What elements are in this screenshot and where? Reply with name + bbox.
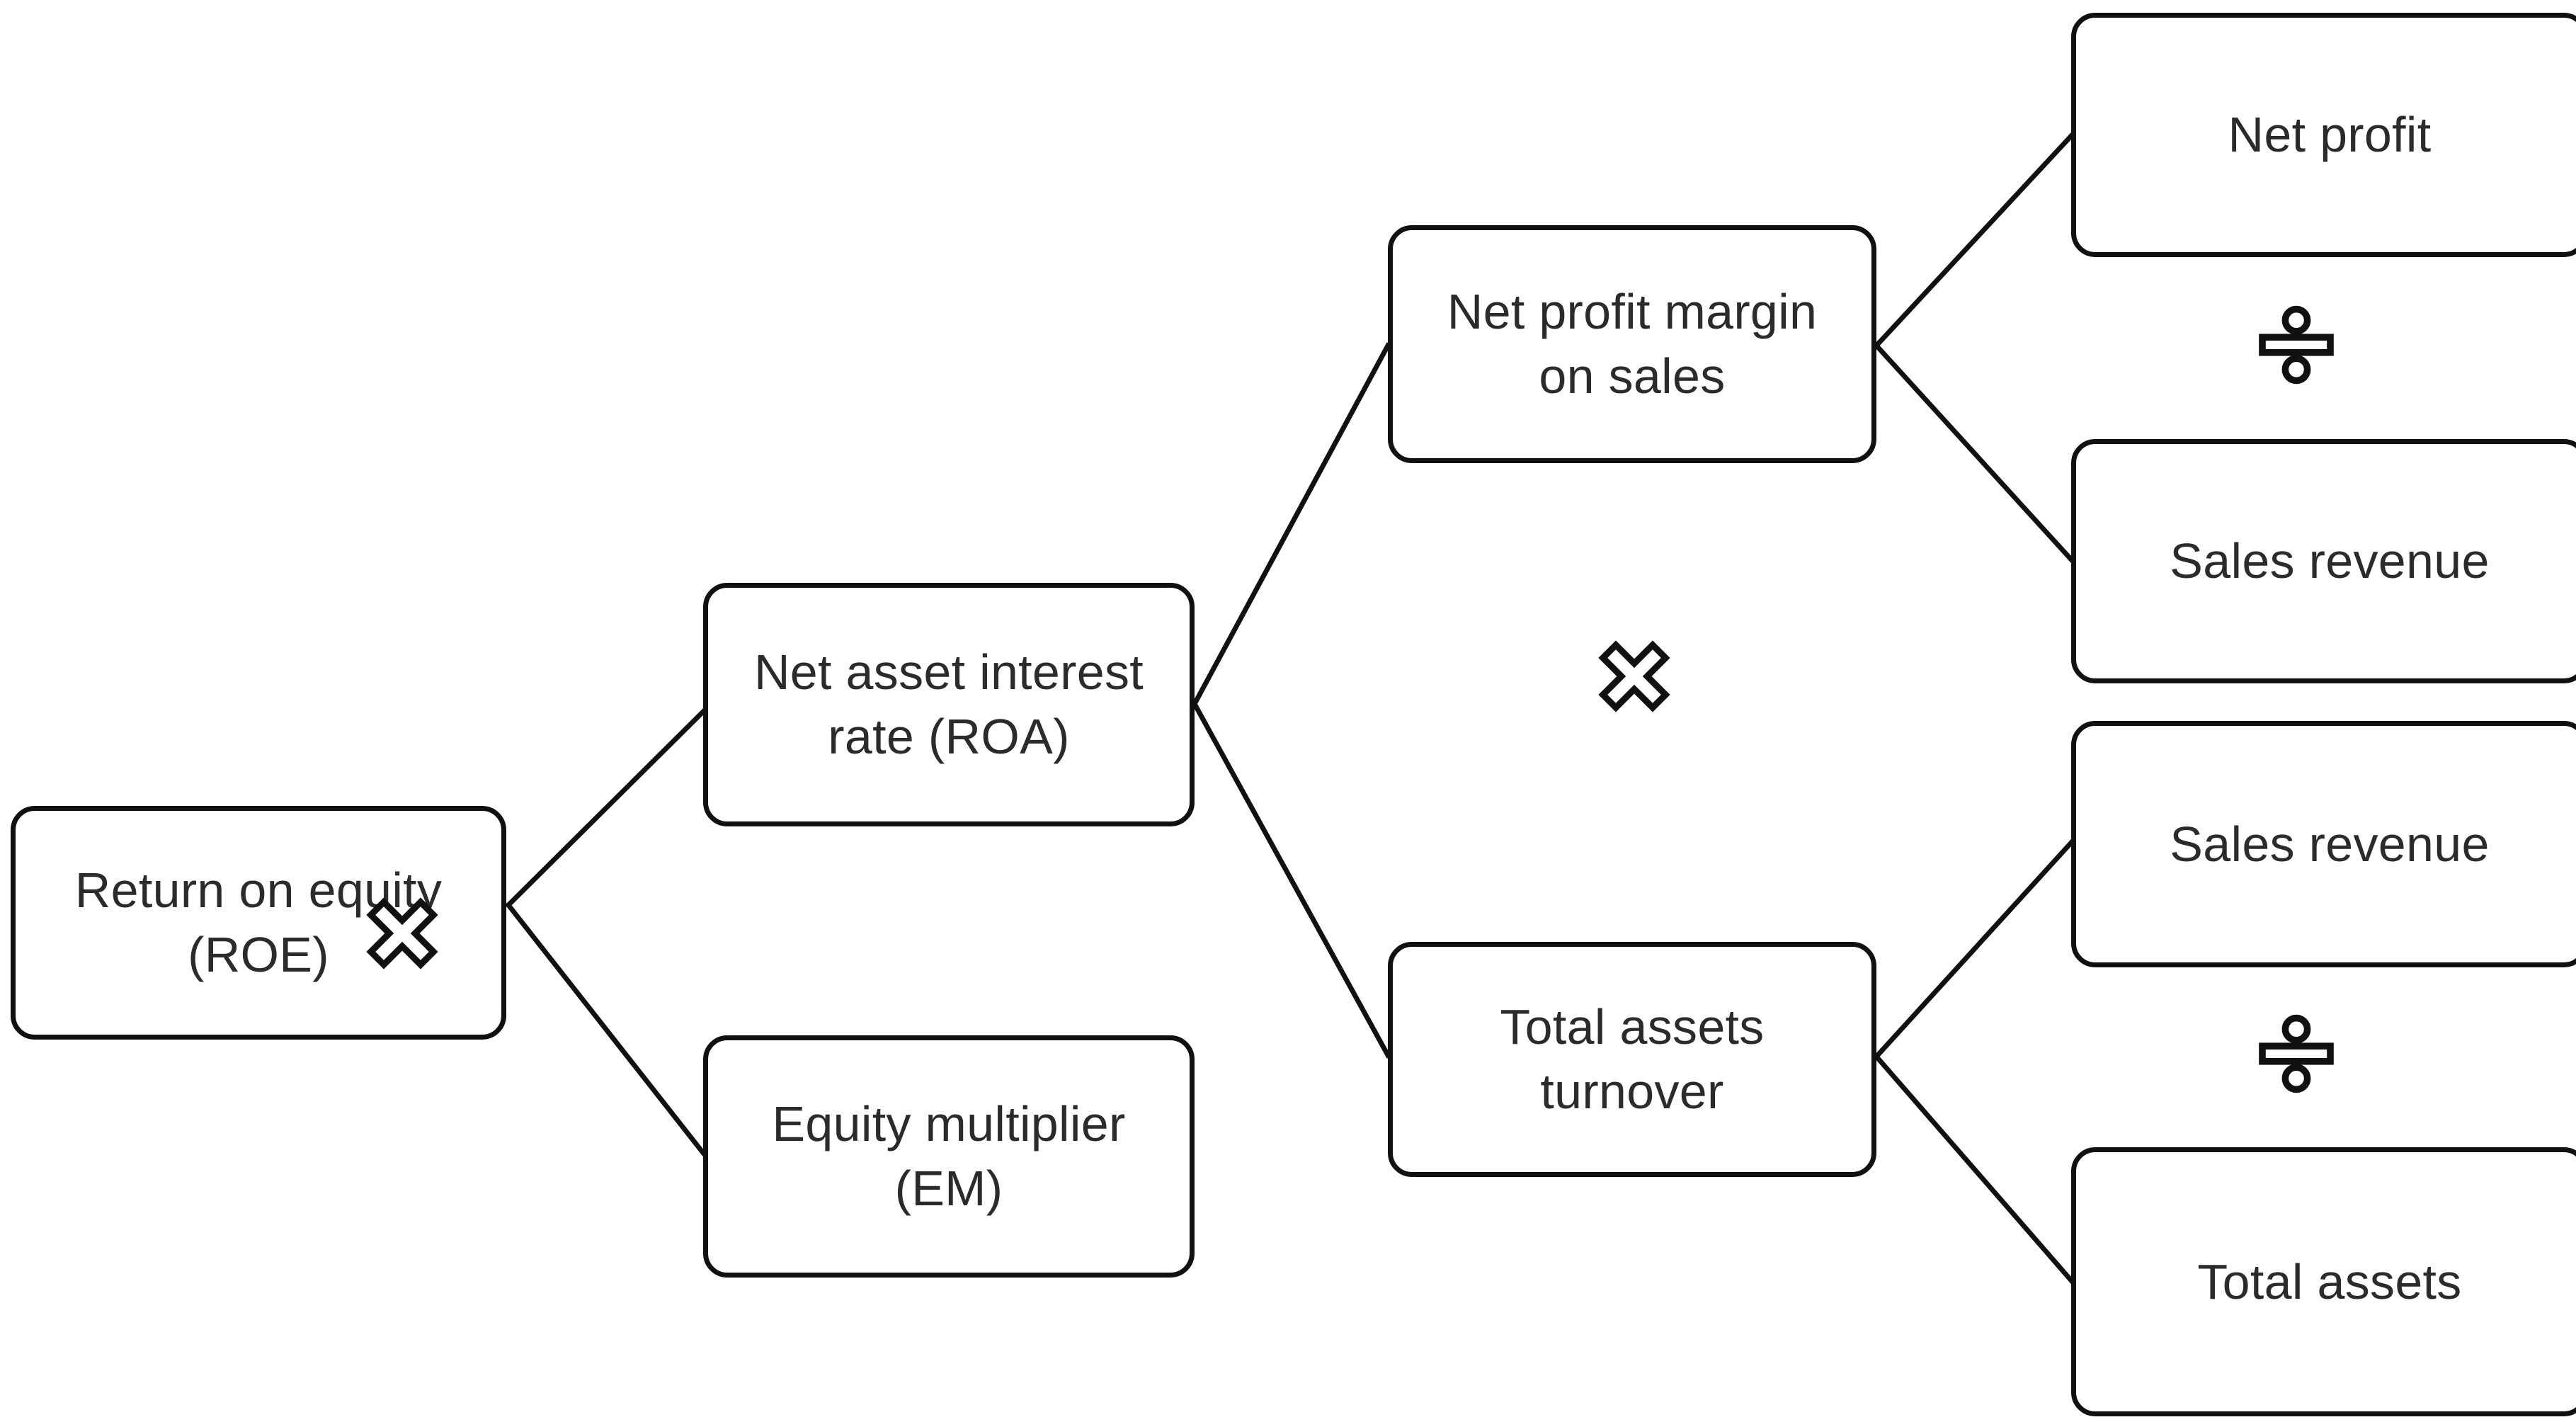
connector-tat-to-ta xyxy=(1873,1053,2075,1284)
connector-roe-to-em xyxy=(505,901,707,1156)
connector-npm-to-sr1 xyxy=(1873,342,2075,563)
connector-roa-to-tat xyxy=(1191,700,1391,1059)
node-net-profit-margin-on-sales[interactable]: Net profit margin on sales xyxy=(1388,225,1876,463)
node-label-net-asset-interest-rate: Net asset interest rate (ROA) xyxy=(753,644,1144,764)
node-label-total-assets: Total assets xyxy=(2197,1253,2462,1309)
node-label-sales-revenue-top: Sales revenue xyxy=(2170,533,2490,588)
node-sales-revenue-top[interactable]: Sales revenue xyxy=(2071,439,2576,683)
node-net-asset-interest-rate[interactable]: Net asset interest rate (ROA) xyxy=(703,583,1195,826)
node-label-net-profit-margin-on-sales: Net profit margin on sales xyxy=(1447,284,1818,404)
connector-tat-to-sr2 xyxy=(1873,839,2075,1060)
node-total-assets[interactable]: Total assets xyxy=(2071,1147,2576,1416)
node-return-on-equity[interactable]: Return on equity (ROE) xyxy=(11,806,506,1040)
multiply-icon-roe xyxy=(356,887,448,979)
node-label-total-assets-turnover: Total assets turnover xyxy=(1500,999,1765,1119)
connector-roa-to-npm xyxy=(1191,342,1391,707)
node-equity-multiplier[interactable]: Equity multiplier (EM) xyxy=(703,1035,1195,1278)
connector-roe-to-roa xyxy=(505,708,707,909)
multiply-icon-roa xyxy=(1588,630,1680,722)
node-net-profit[interactable]: Net profit xyxy=(2071,13,2576,257)
node-sales-revenue-bottom[interactable]: Sales revenue xyxy=(2071,721,2576,967)
node-label-equity-multiplier: Equity multiplier (EM) xyxy=(772,1096,1126,1216)
divide-icon-total-assets-turnover xyxy=(2254,1011,2339,1096)
node-label-net-profit: Net profit xyxy=(2228,107,2432,162)
connector-npm-to-np xyxy=(1873,132,2075,349)
node-label-sales-revenue-bottom: Sales revenue xyxy=(2170,816,2490,872)
divide-icon-net-profit-margin xyxy=(2254,302,2339,387)
node-total-assets-turnover[interactable]: Total assets turnover xyxy=(1388,942,1876,1177)
